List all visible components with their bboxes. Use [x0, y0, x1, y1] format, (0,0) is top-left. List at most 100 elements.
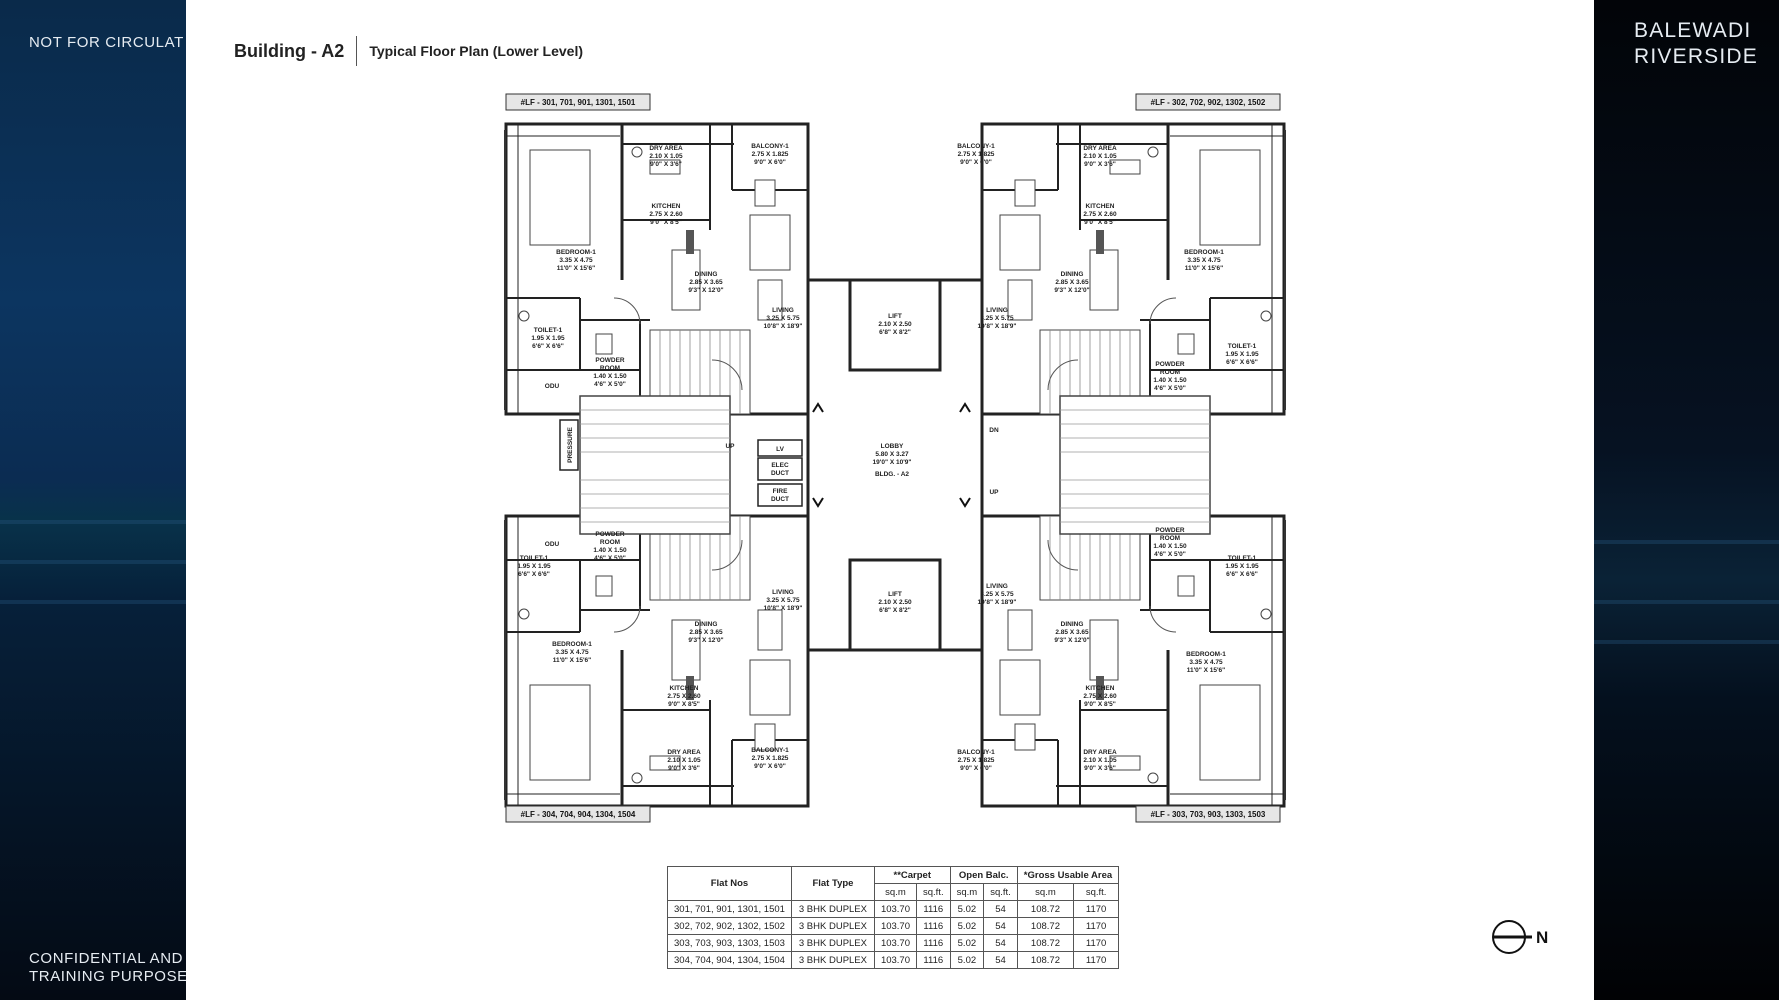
svg-text:1.40 X 1.50: 1.40 X 1.50: [1153, 543, 1187, 550]
cell: 103.70: [873, 934, 918, 952]
svg-text:BEDROOM-1: BEDROOM-1: [552, 641, 592, 648]
brand-logo: BALEWADI RIVERSIDE: [1634, 18, 1758, 70]
label-odu-bl: ODU: [545, 541, 560, 548]
cell: 5.02: [949, 917, 985, 935]
cell: 1116: [916, 917, 951, 935]
svg-text:2.75 X 2.60: 2.75 X 2.60: [667, 693, 701, 700]
svg-text:9'3" X 12'0": 9'3" X 12'0": [688, 287, 723, 294]
svg-text:LIVING: LIVING: [986, 583, 1008, 590]
north-indicator: N: [1492, 917, 1552, 962]
cell: 103.70: [873, 917, 918, 935]
cell: 1170: [1073, 917, 1120, 935]
svg-text:ROOM: ROOM: [600, 365, 620, 372]
svg-text:ROOM: ROOM: [1160, 369, 1180, 376]
svg-text:4'6" X 5'0": 4'6" X 5'0": [1154, 385, 1186, 392]
svg-text:#LF - 303, 703, 903, 1303, 150: #LF - 303, 703, 903, 1303, 1503: [1151, 810, 1266, 819]
svg-text:LIFT: LIFT: [888, 313, 902, 320]
unit-cell: sq.m: [949, 883, 985, 901]
svg-text:2.10 X 2.50: 2.10 X 2.50: [878, 321, 912, 328]
unit-cell: sq.m: [873, 883, 918, 901]
svg-text:DUCT: DUCT: [771, 496, 789, 503]
svg-text:TOILET-1: TOILET-1: [1228, 555, 1257, 562]
cell: 3 BHK DUPLEX: [790, 951, 875, 969]
svg-text:ELEC: ELEC: [771, 462, 789, 469]
svg-text:9'0" X 3'6": 9'0" X 3'6": [1084, 161, 1116, 168]
svg-text:3.25 X 5.75: 3.25 X 5.75: [766, 597, 800, 604]
svg-text:KITCHEN: KITCHEN: [670, 685, 699, 692]
header-gross-area: *Gross Usable Area: [1016, 866, 1120, 884]
svg-text:DRY AREA: DRY AREA: [1083, 145, 1117, 152]
floor-plan: #LF - 301, 701, 901, 1301, 1501 #LF - 30…: [500, 90, 1290, 840]
svg-text:3.25 X 5.75: 3.25 X 5.75: [980, 591, 1014, 598]
cell: 1116: [916, 951, 951, 969]
svg-text:11'0" X 15'6": 11'0" X 15'6": [553, 657, 592, 664]
flat-top-right: [980, 122, 1287, 416]
svg-text:POWDER: POWDER: [595, 531, 625, 538]
svg-text:2.85 X 3.65: 2.85 X 3.65: [689, 279, 723, 286]
building-title: Building - A2: [234, 40, 345, 61]
label-stair-up-right: UP: [989, 489, 999, 496]
svg-text:6'6" X 6'6": 6'6" X 6'6": [532, 343, 564, 350]
cell: 5.02: [949, 900, 985, 918]
svg-text:9'0" X 8'5": 9'0" X 8'5": [650, 219, 682, 226]
svg-text:DINING: DINING: [695, 621, 718, 628]
svg-text:4'6" X 5'0": 4'6" X 5'0": [1154, 551, 1186, 558]
label-toilet-tr: TOILET-11.95 X 1.956'6" X 6'6": [1225, 343, 1259, 366]
svg-text:LIFT: LIFT: [888, 591, 902, 598]
cell: 3 BHK DUPLEX: [790, 917, 875, 935]
cell: 1170: [1073, 951, 1120, 969]
cell: 108.72: [1016, 917, 1075, 935]
cell: 108.72: [1016, 951, 1075, 969]
svg-text:ROOM: ROOM: [1160, 535, 1180, 542]
svg-text:2.75 X 1.825: 2.75 X 1.825: [752, 755, 789, 762]
svg-text:9'3" X 12'0": 9'3" X 12'0": [1054, 287, 1089, 294]
unit-cell: sq.ft.: [1073, 883, 1120, 901]
cell: 5.02: [949, 934, 985, 952]
label-pressure: PRESSURE: [567, 426, 574, 462]
flat-tag-bottom-right: #LF - 303, 703, 903, 1303, 1503: [1135, 805, 1281, 823]
brand-line2: RIVERSIDE: [1634, 45, 1758, 68]
table-row: 301, 701, 901, 1301, 1501 3 BHK DUPLEX 1…: [667, 900, 1120, 918]
label-odu-tl: ODU: [545, 383, 560, 390]
svg-text:LOBBY: LOBBY: [881, 443, 904, 450]
svg-text:LIVING: LIVING: [772, 307, 794, 314]
svg-text:BEDROOM-1: BEDROOM-1: [556, 249, 596, 256]
cell: 54: [983, 900, 1018, 918]
svg-text:6'6" X 6'6": 6'6" X 6'6": [1226, 359, 1258, 366]
svg-text:3.35 X 4.75: 3.35 X 4.75: [1187, 257, 1221, 264]
svg-text:TOILET-1: TOILET-1: [520, 555, 549, 562]
svg-text:DINING: DINING: [1061, 271, 1084, 278]
plan-heading: Building - A2 Typical Floor Plan (Lower …: [234, 36, 583, 66]
svg-text:DINING: DINING: [695, 271, 718, 278]
svg-text:#LF - 304, 704, 904, 1304, 150: #LF - 304, 704, 904, 1304, 1504: [521, 810, 636, 819]
svg-text:9'0" X 3'6": 9'0" X 3'6": [1084, 765, 1116, 772]
header-open-balc: Open Balc.: [949, 866, 1018, 884]
label-toilet-br: TOILET-11.95 X 1.956'6" X 6'6": [1225, 555, 1259, 578]
cell: 1170: [1073, 934, 1120, 952]
right-background-panel: [1594, 0, 1779, 1000]
svg-text:1.40 X 1.50: 1.40 X 1.50: [593, 547, 627, 554]
svg-text:10'8" X 18'9": 10'8" X 18'9": [978, 323, 1017, 330]
svg-text:2.10 X 1.05: 2.10 X 1.05: [667, 757, 701, 764]
table-row: 304, 704, 904, 1304, 1504 3 BHK DUPLEX 1…: [667, 951, 1120, 969]
flat-tag-top-right: #LF - 302, 702, 902, 1302, 1502: [1135, 93, 1281, 111]
cell: 54: [983, 917, 1018, 935]
unit-cell: sq.ft.: [916, 883, 951, 901]
svg-text:3.35 X 4.75: 3.35 X 4.75: [1189, 659, 1223, 666]
svg-text:#LF - 301, 701, 901, 1301, 150: #LF - 301, 701, 901, 1301, 1501: [521, 98, 636, 107]
header-flat-nos: Flat Nos: [667, 866, 792, 901]
cell: 5.02: [949, 951, 985, 969]
svg-text:1.40 X 1.50: 1.40 X 1.50: [593, 373, 627, 380]
svg-text:2.75 X 2.60: 2.75 X 2.60: [649, 211, 683, 218]
svg-text:1.95 X 1.95: 1.95 X 1.95: [1225, 563, 1259, 570]
